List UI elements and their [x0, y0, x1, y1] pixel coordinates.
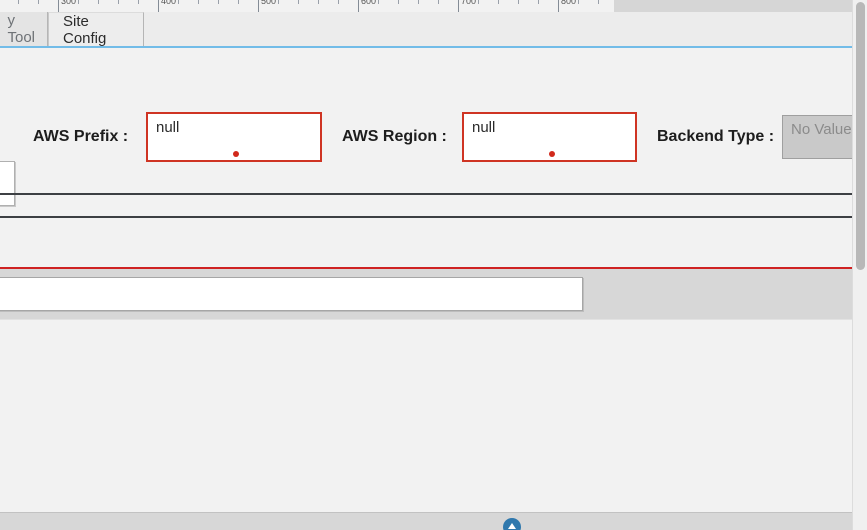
tab-strip-filler: [144, 12, 852, 46]
ruler-minor-tick: [78, 0, 79, 4]
ruler-minor-tick: [418, 0, 419, 4]
ruler-major-tick: [358, 0, 359, 12]
section-divider-top: [0, 193, 852, 195]
backend-type-label: Backend Type :: [657, 128, 775, 145]
vertical-scrollbar[interactable]: [852, 0, 867, 530]
ruler-minor-tick: [238, 0, 239, 4]
vertical-scrollbar-thumb[interactable]: [856, 2, 865, 270]
wide-text-input[interactable]: [0, 277, 583, 311]
ruler-minor-tick: [438, 0, 439, 4]
ruler-minor-tick: [378, 0, 379, 4]
backend-type-input: No Value: [782, 115, 852, 159]
error-divider-rule: [0, 267, 852, 269]
ruler-minor-tick: [198, 0, 199, 4]
aws-prefix-label: AWS Prefix :: [33, 128, 129, 145]
ruler-minor-tick: [598, 0, 599, 4]
ruler-minor-tick: [538, 0, 539, 4]
aws-region-label: AWS Region :: [342, 128, 447, 145]
horizontal-ruler: 300 400 500 600 700 800: [0, 0, 867, 13]
ruler-major-tick: [458, 0, 459, 12]
config-form-row: AWS Prefix : null AWS Region : null Back…: [0, 48, 852, 206]
footer-band: [0, 512, 852, 530]
ruler-tick-label: 400: [161, 0, 177, 6]
ruler-minor-tick: [178, 0, 179, 4]
ruler-major-tick: [558, 0, 559, 12]
ruler-minor-tick: [338, 0, 339, 4]
aws-region-value: null: [472, 119, 496, 136]
aws-prefix-value: null: [156, 119, 180, 136]
aws-prefix-required-dot-icon: [233, 151, 239, 157]
ruler-tick-label: 500: [261, 0, 277, 6]
aws-region-required-dot-icon: [549, 151, 555, 157]
ruler-major-tick: [158, 0, 159, 12]
aws-region-input[interactable]: null: [462, 112, 637, 162]
lower-blank-region: [0, 319, 852, 513]
ruler-minor-tick: [318, 0, 319, 4]
ruler-minor-tick: [118, 0, 119, 4]
tab-site-config-label: Site Config: [63, 12, 107, 47]
ruler-tick-label: 600: [361, 0, 377, 6]
up-arrow-glyph: [508, 523, 516, 529]
ruler-track: 300 400 500 600 700 800: [0, 0, 614, 12]
ruler-minor-tick: [518, 0, 519, 4]
ruler-minor-tick: [398, 0, 399, 4]
ruler-minor-tick: [498, 0, 499, 4]
ruler-minor-tick: [38, 0, 39, 4]
ruler-minor-tick: [18, 0, 19, 4]
left-truncated-input[interactable]: [0, 161, 15, 206]
ruler-tick-label: 800: [561, 0, 577, 6]
ruler-tick-label: 700: [461, 0, 477, 6]
tab-strip: y Tool Site Config: [0, 12, 867, 48]
ruler-minor-tick: [138, 0, 139, 4]
content-canvas: AWS Prefix : null AWS Region : null Back…: [0, 48, 852, 530]
ruler-minor-tick: [578, 0, 579, 4]
aws-prefix-input[interactable]: null: [146, 112, 322, 162]
backend-type-value: No Value: [791, 121, 852, 138]
ruler-major-tick: [58, 0, 59, 12]
tab-tool-label: y Tool: [7, 12, 36, 46]
ruler-minor-tick: [218, 0, 219, 4]
tab-tool[interactable]: y Tool: [0, 12, 48, 46]
ruler-minor-tick: [278, 0, 279, 4]
input-band: [0, 269, 852, 319]
ruler-major-tick: [258, 0, 259, 12]
ruler-minor-tick: [478, 0, 479, 4]
ruler-minor-tick: [298, 0, 299, 4]
tab-site-config[interactable]: Site Config: [48, 12, 144, 47]
blue-circle-up-arrow-icon[interactable]: [503, 518, 521, 530]
ruler-tick-label: 300: [61, 0, 77, 6]
section-divider-bottom: [0, 216, 852, 218]
ruler-minor-tick: [98, 0, 99, 4]
ruler-inactive-region: [614, 0, 867, 12]
